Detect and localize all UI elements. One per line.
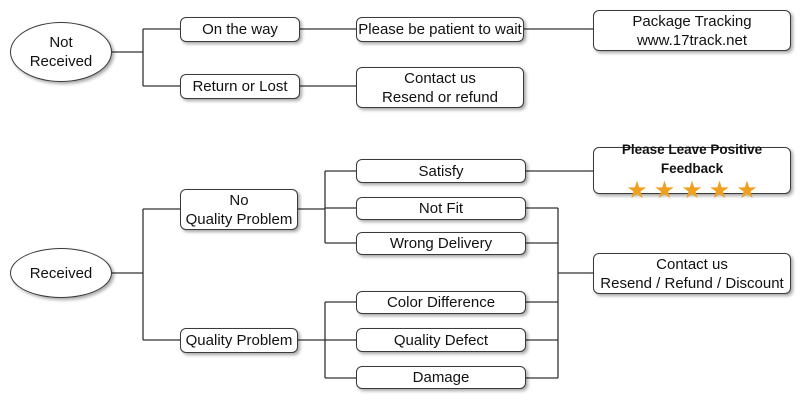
on-the-way-label: On the way <box>202 21 278 38</box>
quality-problem-label-1: Quality Problem <box>185 210 293 228</box>
damage-box: Damage <box>356 366 526 389</box>
quality-problem-label-2: Quality Problem <box>185 332 293 349</box>
color-difference-box: Color Difference <box>356 291 526 314</box>
package-tracking-label: Package Tracking <box>632 12 752 30</box>
contact-resend-refund-box: Contact us Resend or refund <box>356 67 524 108</box>
tracking-url: www.17track.net <box>636 31 748 49</box>
contact-us-label-2: Contact us <box>656 255 728 273</box>
star-icon: ★ <box>626 176 648 204</box>
on-the-way-box: On the way <box>180 17 300 42</box>
rating-stars: ★★★★★ <box>626 176 758 204</box>
received-label: Received <box>29 264 93 282</box>
quality-defect-box: Quality Defect <box>356 328 526 352</box>
star-icon: ★ <box>653 176 676 204</box>
not-fit-label: Not Fit <box>418 200 464 217</box>
please-wait-label: Please be patient to wait <box>358 21 522 38</box>
please-wait-box: Please be patient to wait <box>356 17 524 42</box>
contact-us-label: Contact us <box>404 69 476 87</box>
resend-refund-discount-label: Resend / Refund / Discount <box>600 274 784 292</box>
quality-defect-label: Quality Defect <box>393 331 489 349</box>
not-fit-box: Not Fit <box>356 197 526 220</box>
positive-feedback-label: Please Leave Positive Feedback <box>621 141 763 176</box>
positive-feedback-box: Please Leave Positive Feedback ★★★★★ <box>593 142 791 202</box>
no-quality-problem-box: No Quality Problem <box>180 189 298 230</box>
satisfy-box: Satisfy <box>356 159 526 183</box>
damage-label: Damage <box>412 369 470 386</box>
contact-resend-refund-discount-box: Contact us Resend / Refund / Discount <box>593 253 791 294</box>
not-received-root: Not Received <box>10 22 112 82</box>
not-received-label-2: Received <box>29 53 93 70</box>
package-tracking-box: Package Tracking www.17track.net <box>593 10 791 51</box>
resend-or-refund-label: Resend or refund <box>382 88 498 106</box>
wrong-delivery-box: Wrong Delivery <box>356 232 526 255</box>
not-received-label-1: Not <box>49 34 73 51</box>
satisfy-label: Satisfy <box>418 162 464 180</box>
no-label: No <box>229 191 249 209</box>
star-icon: ★ <box>681 176 703 204</box>
wrong-delivery-label: Wrong Delivery <box>389 235 493 252</box>
quality-problem-box: Quality Problem <box>180 328 298 353</box>
return-or-lost-label: Return or Lost <box>192 78 288 95</box>
star-icon: ★ <box>736 176 758 204</box>
star-icon: ★ <box>708 176 731 204</box>
received-root: Received <box>10 248 112 298</box>
return-or-lost-box: Return or Lost <box>180 74 300 99</box>
color-difference-label: Color Difference <box>386 294 496 311</box>
